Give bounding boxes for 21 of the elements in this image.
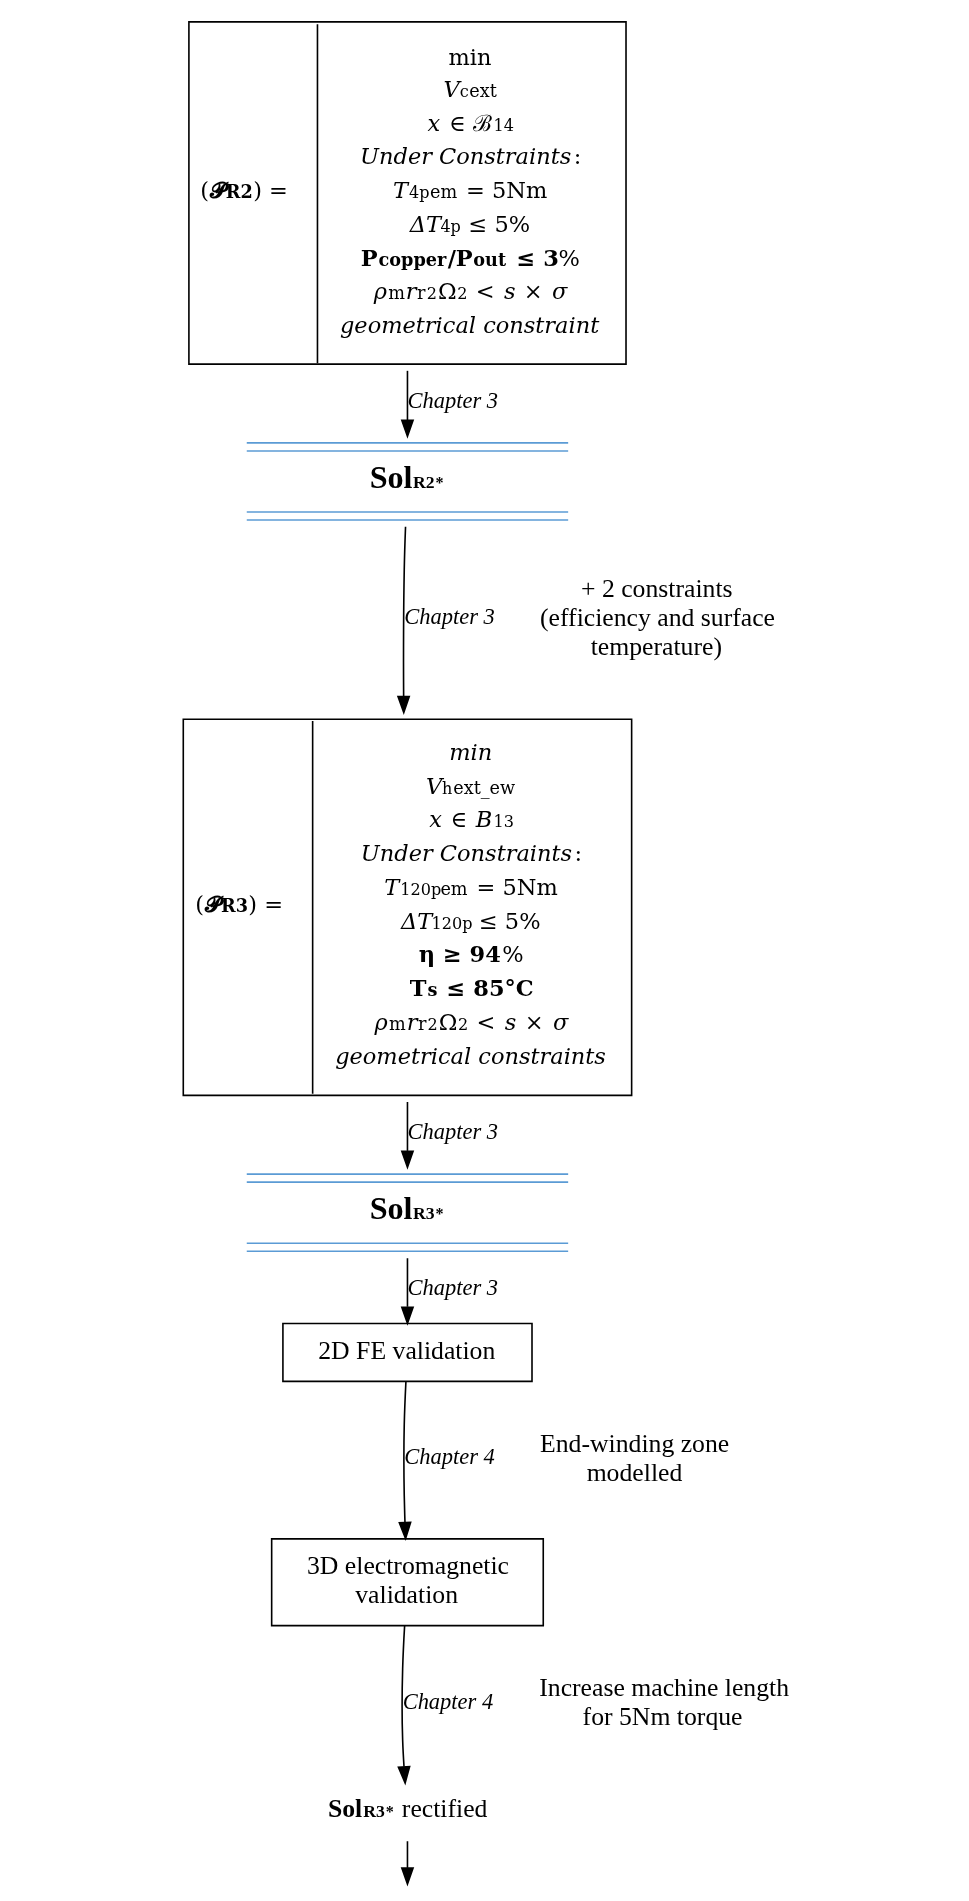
edge-label: Chapter 4 bbox=[402, 1688, 493, 1714]
node-box: 3D electromagnetic validation bbox=[270, 1538, 544, 1627]
node-text: SolR3* rectified bbox=[327, 1793, 487, 1823]
label: Increase machine length for 5Nm torque bbox=[538, 1673, 789, 1731]
arrow bbox=[400, 1840, 414, 1887]
arrow bbox=[400, 370, 414, 439]
label: + 2 constraints (efficiency and surface temperature) bbox=[539, 573, 775, 661]
arrow bbox=[400, 1257, 414, 1326]
node-box: 2D FE validation bbox=[281, 1322, 533, 1383]
arrow bbox=[396, 525, 410, 715]
label: End-winding zone modelled bbox=[539, 1428, 729, 1487]
edge-label: Chapter 3 bbox=[406, 1274, 498, 1300]
edge-label: Chapter 4 bbox=[403, 1444, 495, 1470]
edge-label: Chapter 3 bbox=[406, 1119, 498, 1145]
arrow bbox=[396, 1625, 411, 1786]
node-text: SolR3* bbox=[369, 1190, 444, 1227]
edge-label: Chapter 3 bbox=[403, 604, 495, 630]
edge-label: Chapter 3 bbox=[406, 387, 498, 413]
arrow bbox=[397, 1380, 412, 1542]
arrow bbox=[400, 1101, 414, 1170]
node-text: SolR2* bbox=[369, 458, 444, 495]
